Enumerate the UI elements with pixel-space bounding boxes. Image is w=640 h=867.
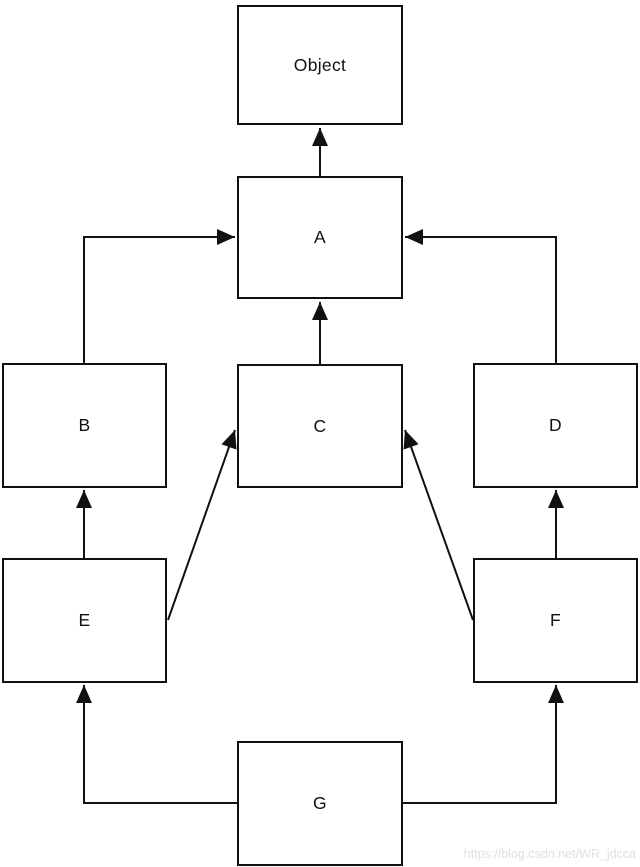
node-f-label: F <box>550 610 561 630</box>
node-g-label: G <box>313 793 327 813</box>
node-d-label: D <box>549 415 562 435</box>
node-c: C <box>237 364 403 488</box>
node-b-label: B <box>78 415 91 435</box>
node-b: B <box>2 363 167 488</box>
edge-e-to-c <box>167 429 237 621</box>
node-f: F <box>473 558 638 683</box>
node-e-label: E <box>78 610 91 630</box>
node-object-label: Object <box>293 54 347 75</box>
node-a: A <box>237 176 403 299</box>
node-e: E <box>2 558 167 683</box>
node-d: D <box>473 363 638 488</box>
edge-g-to-e <box>76 685 237 804</box>
node-c-label: C <box>313 415 327 436</box>
edge-f-to-c <box>403 429 474 621</box>
watermark-url: https://blog.csdn.net/WR_jdcca <box>463 847 636 861</box>
edge-g-to-f <box>403 685 564 804</box>
node-g: G <box>237 741 403 866</box>
edge-b-to-a <box>83 229 235 363</box>
node-object: Object <box>237 5 403 125</box>
edge-d-to-a <box>405 229 557 363</box>
node-a-label: A <box>314 227 326 247</box>
